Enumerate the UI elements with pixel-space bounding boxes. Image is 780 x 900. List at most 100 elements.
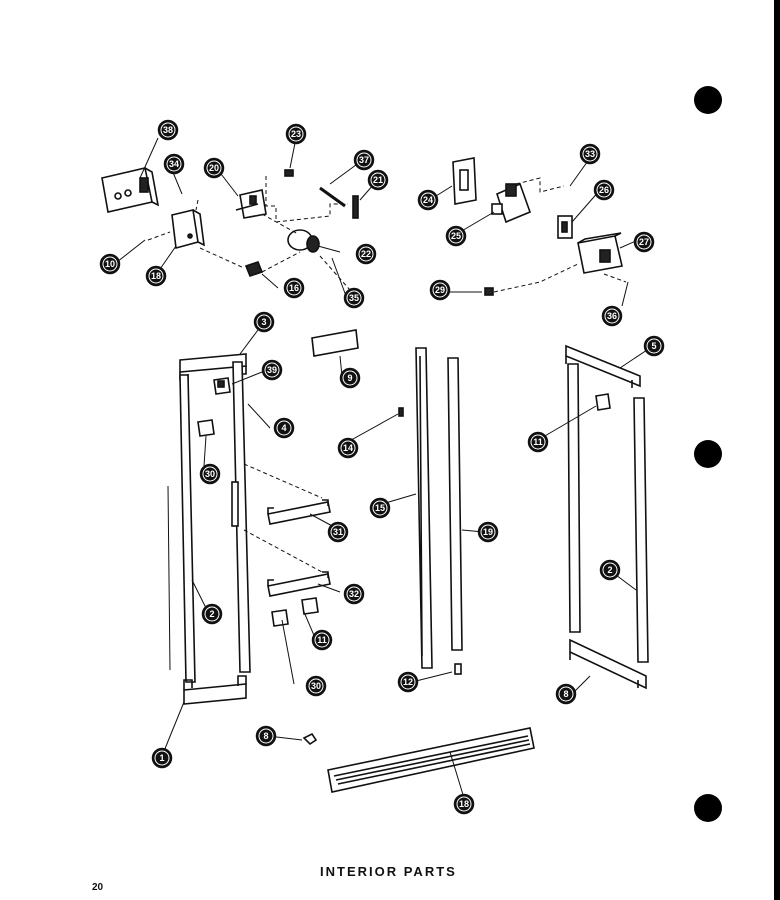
callout-number: 23 <box>291 129 301 139</box>
callout-number: 11 <box>317 635 327 645</box>
callout-15: 15 <box>369 497 391 519</box>
callout-24: 24 <box>417 189 439 211</box>
light-shield-part <box>452 157 477 205</box>
callout-number: 29 <box>435 285 445 295</box>
plug-part <box>398 407 404 417</box>
callout-number: 18 <box>459 799 469 809</box>
callout-number: 33 <box>585 149 595 159</box>
callout-number: 36 <box>607 311 617 321</box>
callout-1: 1 <box>151 747 173 769</box>
callout-38: 38 <box>157 119 179 141</box>
callout-10: 10 <box>99 253 121 275</box>
callout-number: 16 <box>289 283 299 293</box>
callout-number: 11 <box>533 437 543 447</box>
callout-number: 5 <box>651 341 656 351</box>
control-housing-part <box>101 167 160 213</box>
callout-35: 35 <box>343 287 365 309</box>
callout-number: 21 <box>373 175 383 185</box>
callout-30: 30 <box>305 675 327 697</box>
switch-part <box>491 182 532 224</box>
callout-number: 2 <box>209 609 214 619</box>
mullion-strip-part <box>447 357 463 651</box>
callout-number: 34 <box>169 159 179 169</box>
callout-11: 11 <box>311 629 333 651</box>
leader-lines <box>116 137 651 799</box>
cabinet-support-part <box>271 597 319 627</box>
callout-27: 27 <box>633 231 655 253</box>
callout-number: 12 <box>403 677 413 687</box>
dashed-guide-lines <box>147 176 627 573</box>
callout-20: 20 <box>203 157 225 179</box>
callout-number: 26 <box>599 185 609 195</box>
connector-part <box>484 287 494 296</box>
callout-number: 4 <box>281 423 286 433</box>
callout-31: 31 <box>327 521 349 543</box>
callout-9: 9 <box>339 367 361 389</box>
callout-8: 8 <box>255 725 277 747</box>
cabinet-support-part <box>595 393 611 411</box>
callout-23: 23 <box>285 123 307 145</box>
callout-32: 32 <box>343 583 365 605</box>
callout-11: 11 <box>527 431 549 453</box>
callout-22: 22 <box>355 243 377 265</box>
left-liner-frame <box>167 353 251 705</box>
page-caption: INTERIOR PARTS <box>320 864 457 879</box>
callout-number: 1 <box>159 753 164 763</box>
callout-12: 12 <box>397 671 419 693</box>
callout-number: 10 <box>105 259 115 269</box>
callout-number: 8 <box>563 689 568 699</box>
cabinet-support-part <box>197 419 215 437</box>
light-housing-part <box>577 232 623 274</box>
callout-number: 8 <box>263 731 268 741</box>
spring-part <box>352 195 359 219</box>
shelf-support-part <box>267 499 331 525</box>
shelf-support-part <box>267 571 331 597</box>
light-socket-part <box>557 215 573 239</box>
callout-number: 14 <box>343 443 353 453</box>
callout-37: 37 <box>353 149 375 171</box>
callout-2: 2 <box>201 603 223 625</box>
callout-number: 32 <box>349 589 359 599</box>
callout-5: 5 <box>643 335 665 357</box>
callout-30: 30 <box>199 463 221 485</box>
callout-39: 39 <box>261 359 283 381</box>
callout-33: 33 <box>579 143 601 165</box>
clip-part <box>302 732 318 746</box>
bracket-part <box>235 189 267 219</box>
callout-number: 31 <box>333 527 343 537</box>
mullion-part <box>415 347 433 669</box>
callout-36: 36 <box>601 305 623 327</box>
callout-34: 34 <box>163 153 185 175</box>
callout-18: 18 <box>453 793 475 815</box>
callout-number: 35 <box>349 293 359 303</box>
right-liner-frame <box>565 344 649 690</box>
binder-hole <box>694 440 722 468</box>
page-number: 20 <box>92 882 104 893</box>
callout-4: 4 <box>273 417 295 439</box>
callout-number: 39 <box>267 365 277 375</box>
callout-number: 25 <box>451 231 461 241</box>
callout-25: 25 <box>445 225 467 247</box>
callout-26: 26 <box>593 179 615 201</box>
page-edge <box>774 0 780 900</box>
screw-part <box>319 186 346 208</box>
callout-number: 30 <box>205 469 215 479</box>
clip-part <box>244 261 264 277</box>
callout-29: 29 <box>429 279 451 301</box>
callout-21: 21 <box>367 169 389 191</box>
callout-number: 20 <box>209 163 219 173</box>
binder-hole <box>694 794 722 822</box>
callout-number: 24 <box>423 195 433 205</box>
callout-number: 30 <box>311 681 321 691</box>
callout-14: 14 <box>337 437 359 459</box>
callout-number: 2 <box>607 565 612 575</box>
callout-number: 19 <box>483 527 493 537</box>
callout-number: 15 <box>375 503 385 513</box>
callout-number: 38 <box>163 125 173 135</box>
callout-number: 9 <box>347 373 352 383</box>
bolt-part <box>454 663 462 675</box>
shelf-part <box>311 329 359 357</box>
callout-number: 37 <box>359 155 369 165</box>
callout-19: 19 <box>477 521 499 543</box>
